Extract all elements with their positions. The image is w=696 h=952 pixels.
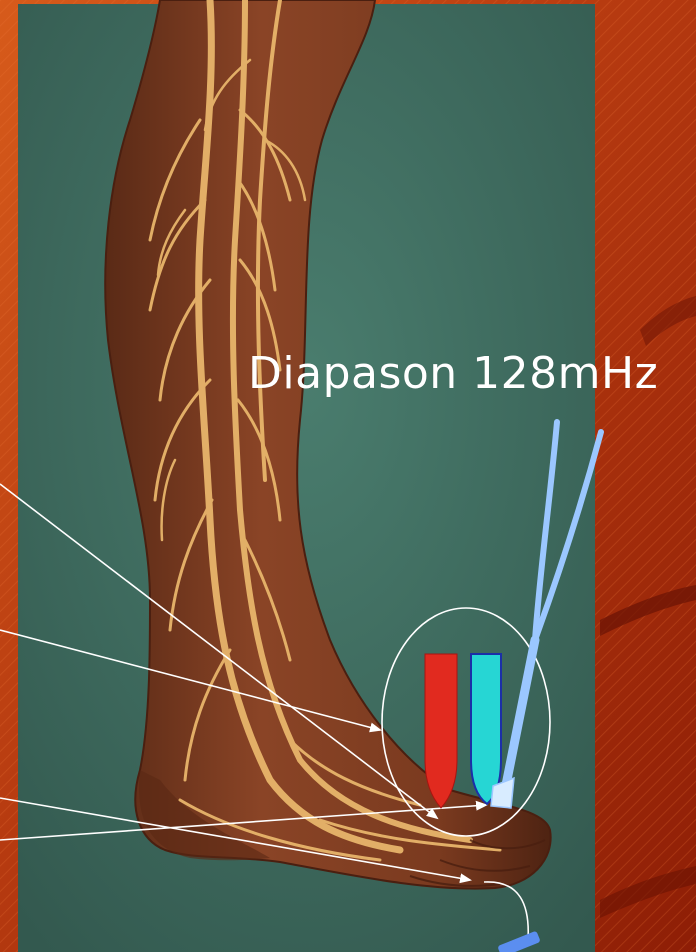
diapason-label: Diapason 128mHz xyxy=(248,352,658,396)
monofilament-cyan-icon xyxy=(471,654,501,804)
monofilament-red-icon xyxy=(425,654,457,808)
